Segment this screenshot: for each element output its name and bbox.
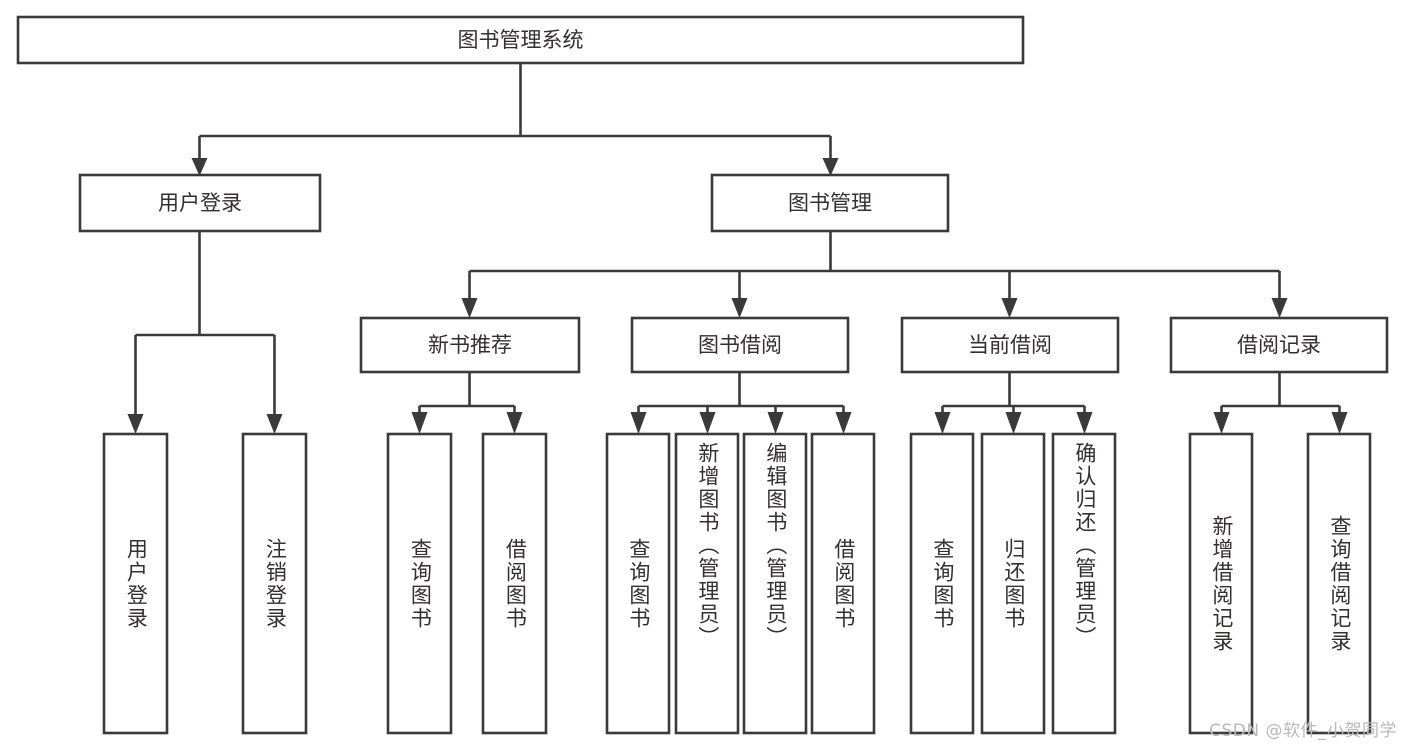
node-current-borrow[interactable]: 当前借阅 [900, 316, 1120, 374]
node-borrow-record[interactable]: 借阅记录 [1169, 316, 1389, 374]
arrow-head-leaf-confirm-return [1076, 412, 1093, 434]
arrow-head-leaf-borrow-book-1 [506, 412, 523, 434]
leaf-box-add-borrow-record[interactable] [1188, 432, 1254, 735]
arrow-head-leaf-borrow-book-2 [835, 412, 852, 434]
leaf-box-layer [102, 432, 1372, 735]
node-user-login[interactable]: 用户登录 [78, 173, 322, 233]
leaf-box-user-login[interactable] [102, 432, 169, 735]
root-box[interactable] [16, 15, 1025, 65]
node-root[interactable]: 图书管理系统 [16, 15, 1025, 65]
leaf-box-borrow-book-rec[interactable] [481, 432, 548, 735]
leaf-box-edit-book-admin[interactable] [742, 432, 808, 735]
arrow-head-leaf-add-record [1213, 412, 1230, 434]
leaf-box-confirm-return-admin[interactable] [1051, 432, 1117, 735]
user-login-label: 用户登录 [158, 191, 242, 215]
arrow-head-book-manage [822, 158, 839, 176]
arrow-head-leaf-add-book [699, 412, 716, 434]
user-login-box[interactable] [78, 173, 322, 233]
new-book-recommend-label: 新书推荐 [428, 333, 512, 357]
arrow-head-leaf-query-book-2 [630, 412, 647, 434]
leaf-box-logout[interactable] [241, 432, 308, 735]
arrow-head-leaf-return-book [1005, 412, 1022, 434]
connector-layer [127, 63, 1348, 434]
arrow-head-book-borrow [731, 298, 748, 318]
arrow-head-user-login [191, 158, 208, 176]
leaf-box-query-book-borrow[interactable] [605, 432, 671, 735]
book-borrow-label: 图书借阅 [698, 333, 782, 357]
arrow-head-borrow-record [1271, 298, 1288, 318]
leaf-box-query-book-rec[interactable] [386, 432, 453, 735]
leaf-box-return-book[interactable] [980, 432, 1046, 735]
arrow-head-new-book-rec [461, 298, 478, 318]
borrow-record-box[interactable] [1169, 316, 1389, 374]
arrow-head-leaf-query-record [1331, 412, 1348, 434]
node-book-manage[interactable]: 图书管理 [710, 173, 950, 233]
arrow-head-leaf-logout [266, 414, 283, 434]
borrow-record-label: 借阅记录 [1237, 333, 1321, 357]
leaf-box-borrow-book[interactable] [810, 432, 876, 735]
current-borrow-box[interactable] [900, 316, 1120, 374]
node-new-book-recommend[interactable]: 新书推荐 [359, 316, 581, 374]
arrow-head-leaf-edit-book [767, 412, 784, 434]
arrow-head-leaf-user-login [127, 414, 144, 434]
current-borrow-label: 当前借阅 [968, 333, 1052, 357]
book-manage-box[interactable] [710, 173, 950, 233]
arrow-head-leaf-query-book-1 [411, 412, 428, 434]
book-borrow-box[interactable] [630, 316, 850, 374]
leaf-box-add-book-admin[interactable] [674, 432, 740, 735]
node-book-borrow[interactable]: 图书借阅 [630, 316, 850, 374]
arrow-head-leaf-query-book-3 [934, 412, 951, 434]
new-book-recommend-box[interactable] [359, 316, 581, 374]
leaf-box-query-borrow-record[interactable] [1306, 432, 1372, 735]
arrow-head-current-borrow [1001, 298, 1018, 318]
root-label: 图书管理系统 [458, 28, 584, 52]
leaf-box-query-book-current[interactable] [909, 432, 975, 735]
book-manage-label: 图书管理 [788, 191, 872, 215]
